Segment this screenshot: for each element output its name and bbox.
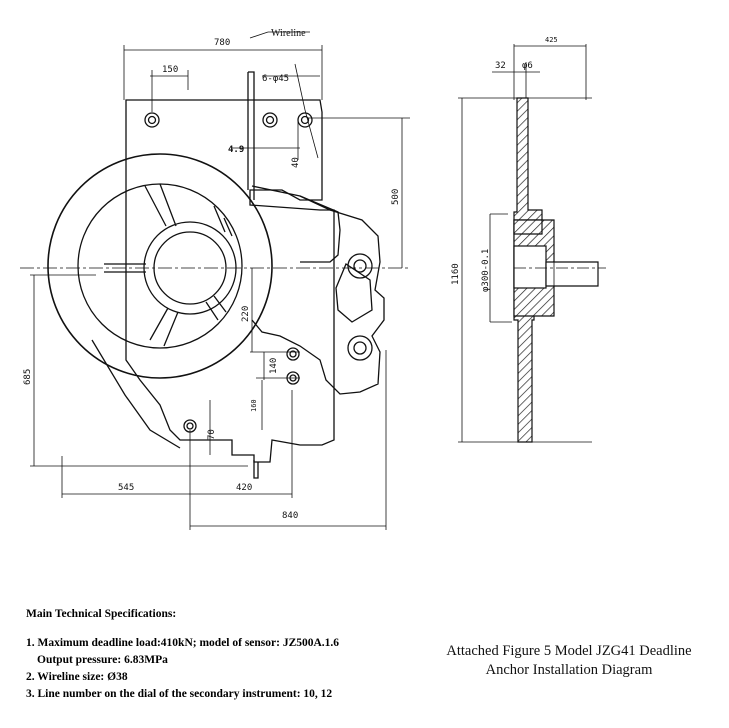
pin-upper-core [353, 259, 367, 273]
spoke [213, 205, 233, 237]
spec-line-3: 3. Line number on the dial of the second… [26, 688, 333, 700]
dim-4-9: 4.9 [228, 145, 244, 155]
pin-upper [347, 253, 373, 279]
drum-outer [47, 153, 273, 379]
front-view [47, 71, 385, 479]
technical-specifications: Main Technical Specifications: 1. Maximu… [26, 606, 406, 703]
dim-685: 685 [23, 369, 33, 385]
dimension-labels: 780 150 Wireline 6-φ45 4.9 40 500 685 22… [23, 28, 401, 521]
drum-tail [91, 339, 181, 449]
dim-840: 840 [282, 511, 298, 521]
mounting-holes [144, 112, 313, 433]
side-dimension-labels: 425 32 φ6 1160 φ300-0.1 [451, 36, 558, 292]
dim-160: 160 [250, 399, 258, 412]
wireline-strip [247, 71, 259, 479]
dim-32: 32 [495, 61, 506, 71]
dim-70: 70 [207, 429, 217, 440]
caption-line-1: Attached Figure 5 Model JZG41 Deadline [446, 643, 692, 659]
dim-40: 40 [291, 157, 301, 168]
wireline-label: Wireline [271, 28, 306, 39]
base-plate [125, 99, 335, 463]
spec-line-1b: Output pressure: 6.83MPa [37, 654, 168, 666]
specs-title: Main Technical Specifications: [26, 608, 177, 620]
pin-lower [347, 335, 373, 361]
spoke [144, 183, 177, 227]
dim-780: 780 [214, 38, 230, 48]
spec-line-2: 2. Wireline size: Ø38 [26, 671, 128, 683]
installation-drawing: 780 150 Wireline 6-φ45 4.9 40 500 685 22… [20, 28, 606, 530]
dim-500: 500 [391, 189, 401, 205]
spoke [104, 263, 146, 273]
spoke [149, 307, 179, 347]
dim-545: 545 [118, 483, 134, 493]
dim-420: 420 [236, 483, 252, 493]
lever-arm [251, 185, 385, 395]
dim-1160: 1160 [451, 263, 461, 285]
dim-220: 220 [241, 306, 251, 322]
dim-425: 425 [545, 36, 558, 44]
dim-6: φ6 [522, 61, 533, 71]
lever-inner [299, 195, 341, 263]
side-top [513, 219, 543, 235]
dim-140: 140 [269, 358, 279, 374]
spoke [205, 295, 227, 321]
caption-line-2: Anchor Installation Diagram [485, 662, 653, 678]
holes-label: 6-φ45 [262, 74, 289, 84]
dim-150: 150 [162, 65, 178, 75]
pin-lower-core [353, 341, 367, 355]
side-bore [513, 245, 547, 289]
side-view [513, 97, 599, 443]
spec-line-1: 1. Maximum deadline load:410kN; model of… [26, 637, 340, 649]
dim-300: φ300-0.1 [481, 249, 491, 292]
dimension-lines [20, 31, 410, 530]
figure-caption: Attached Figure 5 Model JZG41 Deadline A… [416, 642, 722, 680]
side-dimension-lines [458, 44, 606, 443]
lever-link [335, 263, 373, 323]
